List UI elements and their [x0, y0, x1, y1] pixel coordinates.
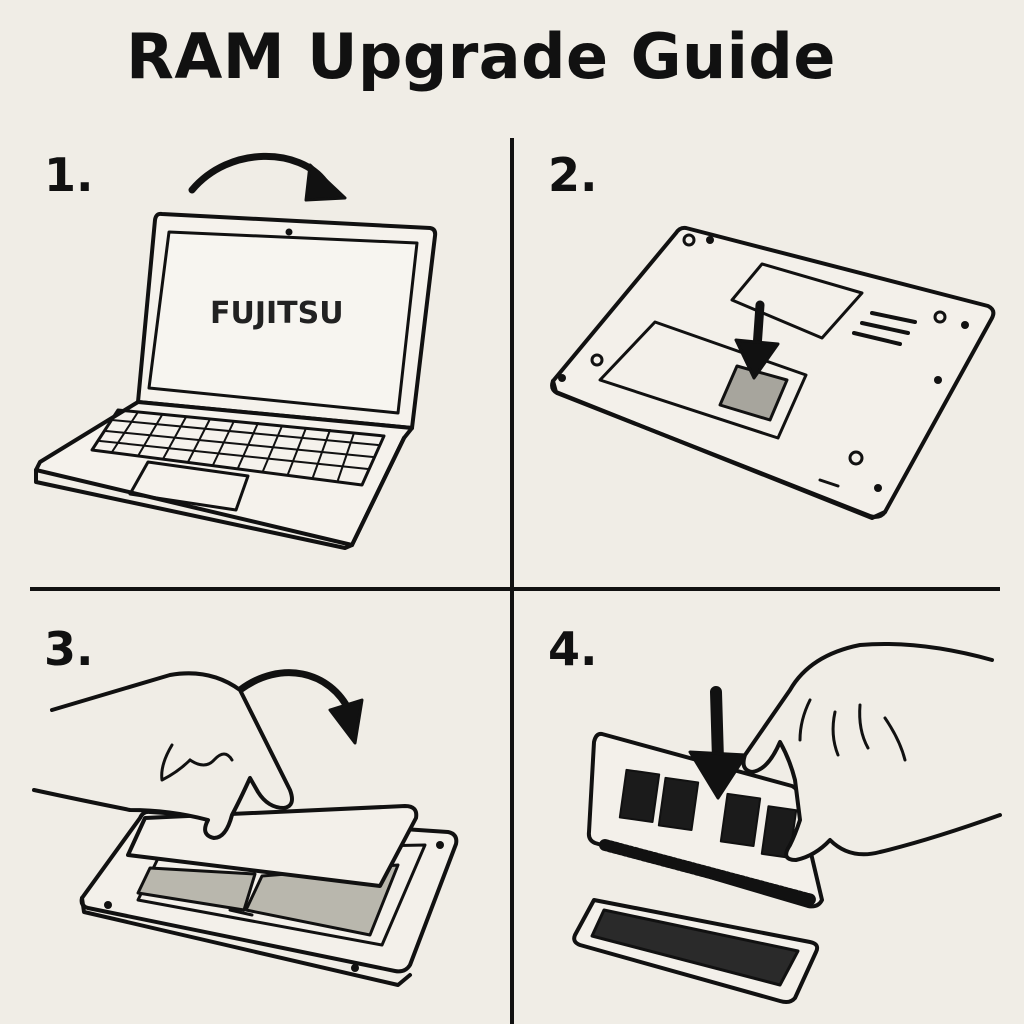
- insert-arrow-icon: [688, 686, 748, 800]
- ram-access-slot: [718, 364, 789, 422]
- step-2-illustration: [550, 225, 996, 520]
- step-1-illustration: [34, 152, 438, 550]
- remove-cover-arrow-icon: [236, 669, 354, 716]
- hand-icon: [741, 642, 1002, 862]
- step-1-number: 1.: [44, 148, 94, 202]
- hand-icon: [32, 671, 294, 840]
- guide-title: RAM Upgrade Guide: [126, 20, 836, 93]
- trackpad: [128, 460, 250, 512]
- open-lid-arrow-icon: [188, 152, 329, 194]
- lifted-cover-panel: [126, 804, 419, 888]
- step-3-number: 3.: [44, 622, 94, 676]
- exposed-ram-module-left: [136, 866, 257, 912]
- ram-chips: [618, 768, 798, 859]
- down-arrow-icon: [734, 300, 780, 380]
- step-3-illustration: [32, 669, 459, 987]
- laptop-brand-logo: FUJITSU: [210, 296, 344, 331]
- panel-dividers: [30, 138, 1000, 1024]
- step-2-number: 2.: [548, 148, 598, 202]
- step-4-illustration: [572, 642, 1002, 1004]
- step-4-number: 4.: [548, 622, 598, 676]
